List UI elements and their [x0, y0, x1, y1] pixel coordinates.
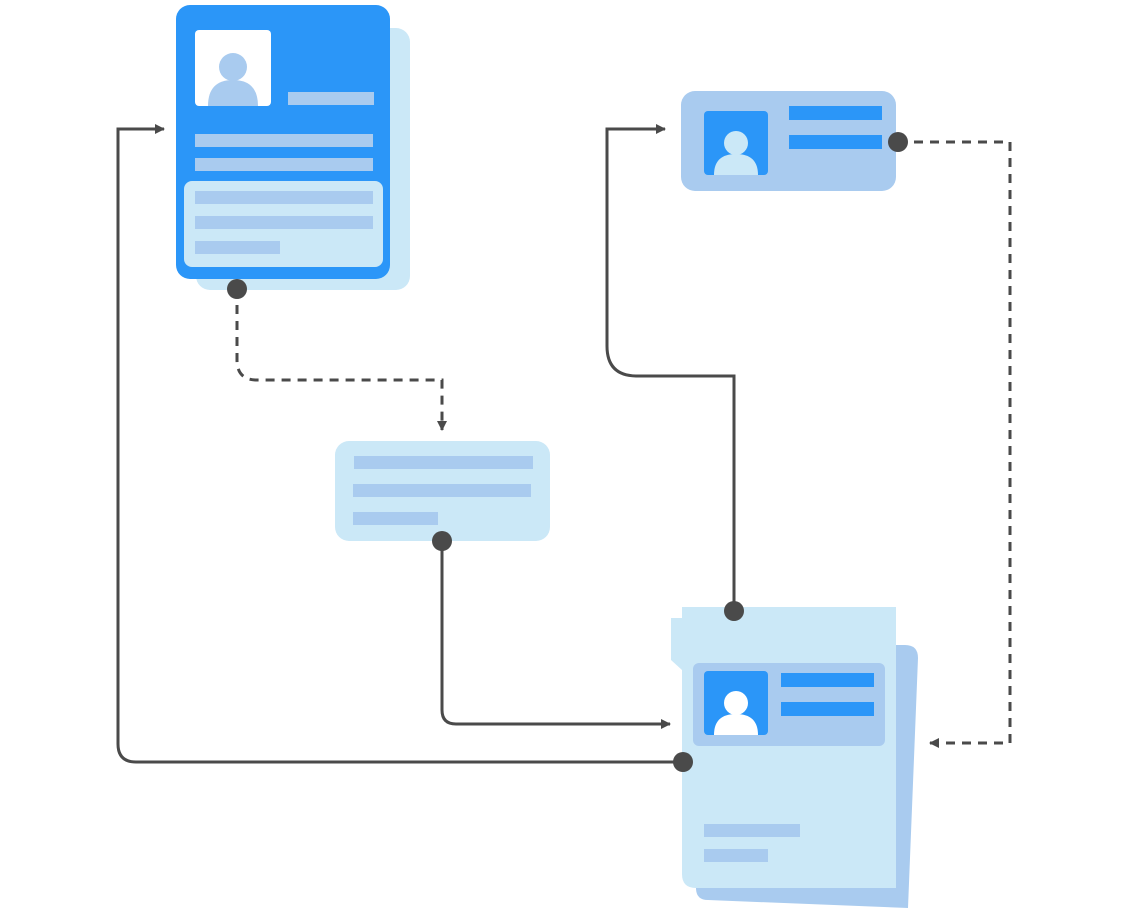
text-line — [195, 241, 280, 254]
text-line — [195, 134, 373, 147]
endpoint-dot — [673, 752, 693, 772]
text-line — [353, 484, 531, 497]
text-line — [781, 673, 874, 687]
endpoint-dot — [432, 531, 452, 551]
text-line — [789, 135, 882, 149]
document-photo — [704, 671, 768, 735]
document-body — [671, 607, 896, 888]
connector-note-to-merged — [440, 541, 671, 729]
card-photo — [704, 111, 768, 175]
endpoint-dot — [227, 279, 247, 299]
text-line — [288, 92, 374, 105]
text-line — [704, 849, 768, 862]
connector-profile-to-note — [235, 289, 447, 431]
connector-id-card-to-merged — [898, 140, 1012, 748]
endpoint-dot — [888, 132, 908, 152]
text-line — [195, 158, 373, 171]
text-line — [781, 702, 874, 716]
person-icon — [714, 131, 758, 175]
merged-document — [671, 607, 918, 908]
text-line — [353, 512, 438, 525]
connector-merged-to-id-card — [605, 124, 736, 611]
connector-merged-to-profile — [116, 124, 683, 764]
id-card — [681, 91, 896, 191]
note-card — [335, 441, 550, 541]
profile-photo — [195, 30, 271, 106]
text-line — [789, 106, 882, 120]
endpoint-dot — [724, 601, 744, 621]
connector-endpoints — [227, 132, 908, 772]
profile-document — [176, 5, 410, 290]
person-icon — [714, 691, 758, 735]
text-line — [195, 216, 373, 229]
connectors — [116, 124, 1012, 764]
person-icon — [208, 53, 258, 106]
text-line — [704, 824, 800, 837]
text-line — [195, 191, 373, 204]
text-line — [354, 456, 533, 469]
